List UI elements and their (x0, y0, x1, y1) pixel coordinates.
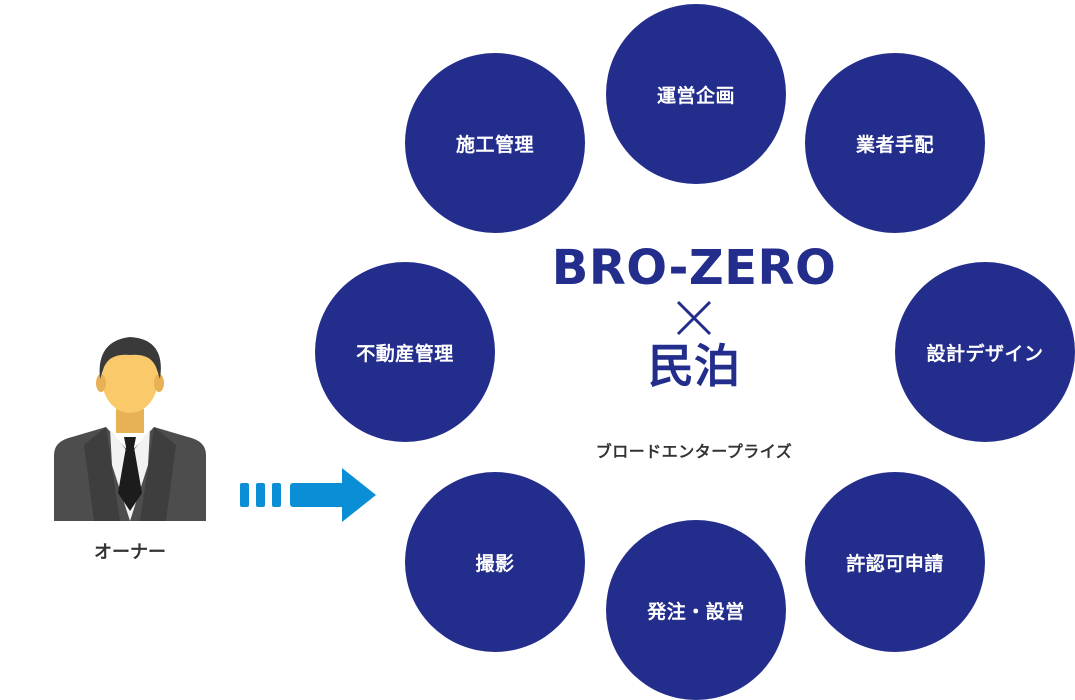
service-label: 許認可申請 (846, 552, 944, 575)
service-circle-vendor-arrangement: 業者手配 (805, 53, 985, 233)
times-symbol (544, 298, 844, 338)
subject-title: 民泊 (648, 339, 740, 393)
owner-label: オーナー (94, 542, 166, 563)
right-arrow-icon (238, 466, 378, 532)
service-label: 業者手配 (855, 133, 934, 156)
service-circle-permit-application: 許認可申請 (805, 472, 985, 652)
center-title: BRO-ZERO 民泊 (544, 238, 844, 394)
service-label: 施工管理 (455, 133, 534, 156)
service-circle-ordering-setup: 発注・設営 (606, 520, 786, 700)
service-circle-photography: 撮影 (405, 472, 585, 652)
service-label: 不動産管理 (356, 342, 454, 365)
service-circle-design: 設計デザイン (895, 262, 1075, 442)
brand-name: BRO-ZERO (551, 240, 837, 296)
service-label: 運営企画 (656, 84, 735, 107)
company-name: ブロードエンタープライズ (595, 442, 793, 461)
service-circle-operation-planning: 運営企画 (606, 4, 786, 184)
service-circle-construction-management: 施工管理 (405, 53, 585, 233)
service-label: 撮影 (475, 552, 515, 575)
service-circle-property-management: 不動産管理 (315, 262, 495, 442)
businessman-icon (54, 333, 206, 521)
service-label: 設計デザイン (926, 342, 1044, 365)
times-icon (676, 300, 712, 336)
service-label: 発注・設営 (647, 600, 745, 623)
